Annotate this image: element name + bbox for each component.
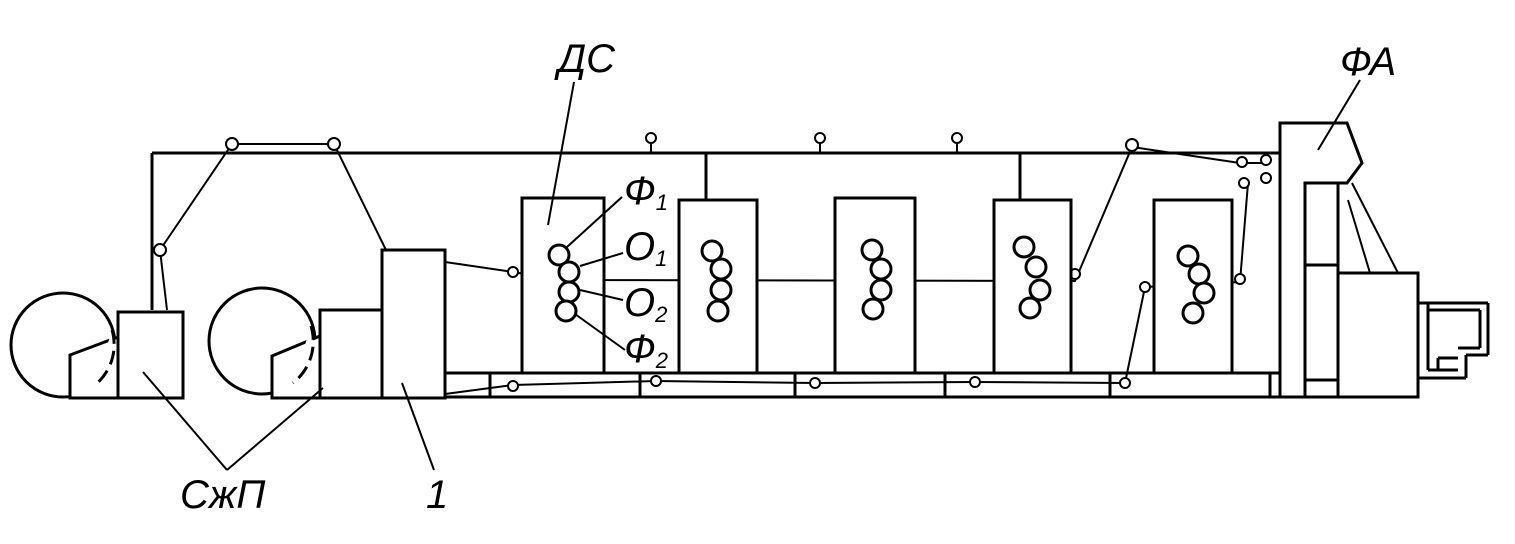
label-o2: О2 [624, 281, 667, 327]
printing-unit-4 [992, 198, 1073, 375]
top-frame [150, 132, 1282, 310]
web-path-main [444, 138, 1272, 293]
folder-unit [1278, 121, 1490, 399]
label-f2: Ф2 [624, 327, 668, 373]
printing-unit-1 [520, 196, 606, 375]
printing-unit-5 [1152, 198, 1234, 375]
web-path-upper [153, 137, 387, 311]
printing-unit-2 [677, 198, 759, 375]
label-dc: ДС [554, 37, 616, 81]
label-one: 1 [426, 473, 448, 517]
printing-unit-3 [833, 196, 917, 375]
label-o1: О1 [624, 225, 667, 271]
infeed-unit [380, 248, 447, 400]
reel-stand-1 [9, 291, 185, 400]
label-f1: Ф1 [624, 169, 668, 215]
leader-lines [142, 79, 1361, 471]
label-fa: ФА [1340, 40, 1396, 84]
reel-stand-2 [207, 286, 384, 400]
label-szp: СжП [180, 473, 266, 517]
